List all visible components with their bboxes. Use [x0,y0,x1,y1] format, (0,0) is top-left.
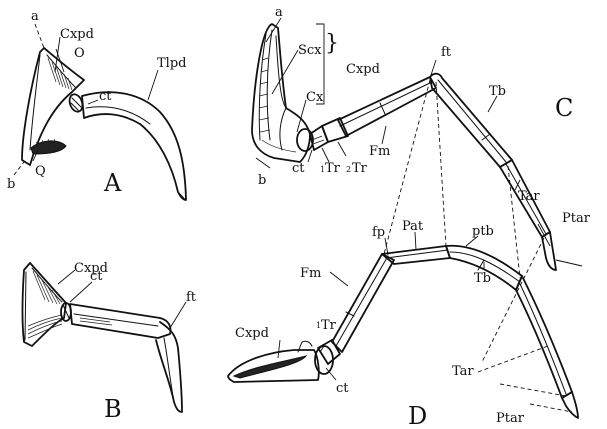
label-cxpd: Cxpd [346,62,380,77]
label-a: a [31,9,39,24]
label-q: Q [35,164,46,179]
label-fm: Fm [300,266,321,281]
panel-b-letter: B [104,395,122,423]
panel-b-leader-lines [58,270,186,328]
label-o: O [74,46,85,61]
panel-d-tarsus [516,276,578,418]
dash-ft-to-ptb [436,82,446,246]
panel-c-tarsus [500,160,556,270]
panel-a: a Cxpd O ct Tlpd b Q A [7,9,186,200]
label-ct: ct [99,89,112,104]
label-cx: Cx [306,90,324,105]
panel-a-letter: A [103,169,122,197]
label-ptb: ptb [472,224,494,239]
label-a: a [275,5,283,20]
label-tr1: Tr [321,318,337,333]
label-fp: fp [372,225,385,240]
label-ct: ct [336,381,349,396]
panel-d-letter: D [408,402,427,429]
label-tr2-prefix: 2 [346,165,351,174]
label-cxpd: Cxpd [60,27,94,42]
panel-d-coxopodite [228,341,319,382]
label-tar: Tar [518,189,540,204]
label-cxpd: Cxpd [235,326,269,341]
label-b: b [258,173,266,188]
panel-b-coxopodite [23,263,67,346]
label-ct: ct [292,161,305,176]
label-ptar: Ptar [562,211,591,226]
label-ct: ct [90,269,103,284]
panel-b: Cxpd ct ft B [23,261,197,423]
panel-c-letter: C [555,94,573,122]
label-tr1: Tr [325,161,341,176]
brace-cxpd: } [325,31,339,56]
panel-a-telopodite [82,92,186,200]
panel-d: fp Pat ptb Fm Tb Cxpd 1 Tr ct Tar Ptar D [228,219,578,429]
panel-b-telopodite [70,304,182,412]
label-fm: Fm [369,144,390,159]
panel-d-femur [332,254,394,352]
label-ft: ft [186,290,197,305]
label-tar: Tar [452,364,474,379]
label-ptar: Ptar [496,411,525,426]
label-tb: Tb [474,271,491,286]
label-pat: Pat [402,219,424,234]
label-b: b [7,177,15,192]
panel-c-femur [338,77,436,136]
label-scx: Scx [298,43,322,58]
label-tb: Tb [489,84,506,99]
label-tlpd: Tlpd [157,56,186,71]
label-ft: ft [441,45,452,60]
label-tr2: Tr [352,161,368,176]
